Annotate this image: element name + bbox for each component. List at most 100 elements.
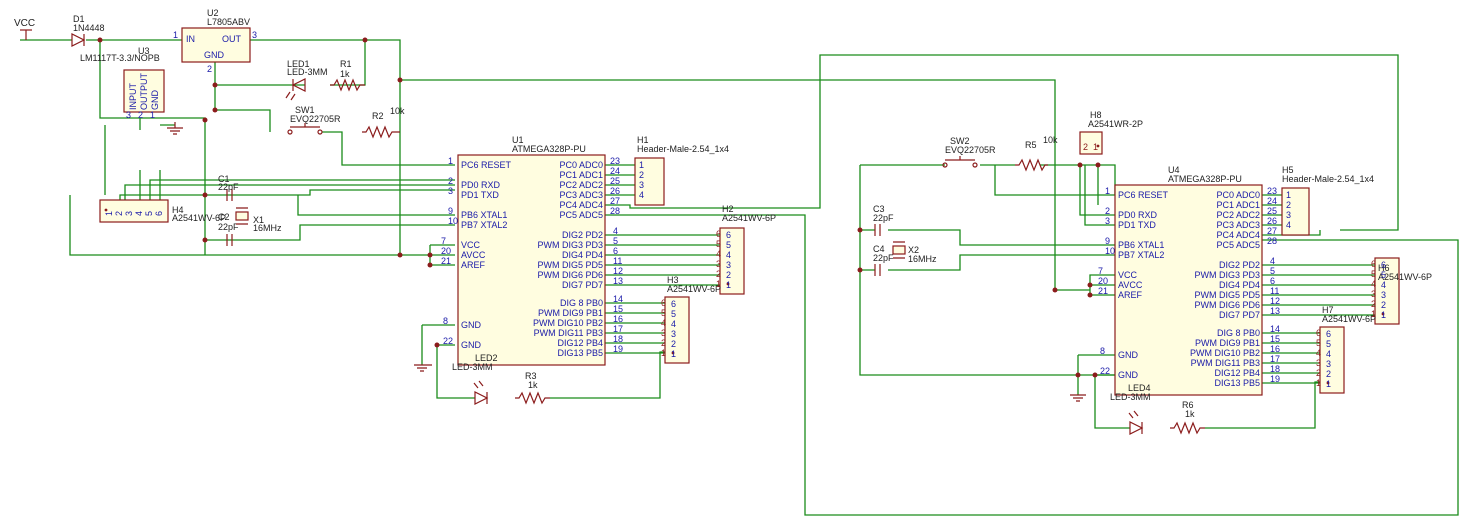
u4-pin-num: 15 — [1270, 334, 1280, 344]
h6-pin-label: 6 — [1381, 260, 1386, 270]
h3-pin-label: 1 — [671, 349, 676, 359]
h5-value: Header-Male-2.54_1x4 — [1282, 174, 1374, 184]
u2-ref: U2 — [207, 8, 219, 18]
r2-value: 10k — [390, 106, 405, 116]
c3-ref: C3 — [873, 204, 885, 214]
h4-pin-num: 4 — [134, 211, 144, 216]
u1-pin-num: 1 — [448, 156, 453, 166]
u1-pin-name: PC3 ADC3 — [559, 190, 603, 200]
u4-pin-name: PWM DIG6 PD6 — [1194, 300, 1260, 310]
u1-pin-name: DIG4 PD4 — [562, 250, 603, 260]
u1-pin-name: GND — [461, 340, 482, 350]
r5-ref: R5 — [1025, 140, 1037, 150]
u1-pin-num: 12 — [613, 266, 623, 276]
u4-pin-num: 22 — [1100, 366, 1110, 376]
u1-pin-num: 15 — [613, 304, 623, 314]
u1-pin-num: 23 — [610, 156, 620, 166]
u1-pin-num: 22 — [443, 336, 453, 346]
h7-pin-num: 3 — [1316, 358, 1321, 368]
h4-pin-num: 3 — [124, 211, 134, 216]
u4-pin-name: DIG2 PD2 — [1219, 260, 1260, 270]
d1-value: 1N4448 — [73, 23, 105, 33]
h3-pin-label: 6 — [671, 299, 676, 309]
u1-pin-num: 25 — [610, 176, 620, 186]
u1-pin-name: PWM DIG5 PD5 — [537, 260, 603, 270]
h7-pin-num: 6 — [1316, 328, 1321, 338]
u1-pin-num: 16 — [613, 314, 623, 324]
x2-value: 16MHz — [908, 254, 937, 264]
h1-ref: H1 — [637, 135, 649, 145]
u4-pin-num: 1 — [1105, 186, 1110, 196]
u4-pin-num: 10 — [1105, 246, 1115, 256]
u4-pin-num: 28 — [1267, 236, 1277, 246]
regulator-u2: U2 L7805ABV IN OUT GND 1 3 2 — [173, 8, 257, 74]
h2-pin-num: 5 — [716, 239, 721, 249]
u1-pin-num: 18 — [613, 334, 623, 344]
u1-pin-name: AVCC — [461, 250, 486, 260]
header-h6: H6 A2541WV-6P — [1374, 257, 1432, 325]
u4-pin-num: 7 — [1098, 266, 1103, 276]
u4-pin-name: PWM DIG10 PB2 — [1190, 348, 1260, 358]
c4-ref: C4 — [873, 244, 885, 254]
capacitor-c4: C4 22pF — [873, 244, 894, 276]
u4-pin-name: PC2 ADC2 — [1216, 210, 1260, 220]
h8-value: A2541WR-2P — [1088, 119, 1143, 129]
h6-pin-num: 5 — [1371, 269, 1376, 279]
h6-pin-num: 3 — [1371, 289, 1376, 299]
h7-pin-num: 1 — [1316, 378, 1321, 388]
d1-ref: D1 — [73, 14, 85, 24]
ground-symbol-1 — [167, 122, 183, 135]
u2-pin-in: IN — [186, 34, 195, 44]
h2-pin-num: 4 — [716, 249, 721, 259]
u4-pin-num: 25 — [1267, 206, 1277, 216]
led1-value: LED-3MM — [287, 67, 328, 77]
h4-ref: H4 — [172, 205, 184, 215]
h2-pin-num: 3 — [716, 259, 721, 269]
ground-symbol-2 — [414, 364, 432, 372]
h2-pin-label: 3 — [726, 260, 731, 270]
u4-pin-num: 16 — [1270, 344, 1280, 354]
h5-pin-num: 3 — [1286, 210, 1291, 220]
capacitor-c2: C2 22pF — [218, 212, 239, 246]
u1-pin-name: PWM DIG11 PB3 — [534, 328, 603, 338]
vcc-label: VCC — [14, 18, 35, 29]
header-h7: H7 A2541WV-6P — [1319, 305, 1376, 394]
led-led1: LED1 LED-3MM — [285, 59, 328, 101]
u1-pin-num: 13 — [613, 276, 623, 286]
u4-pin-num: 6 — [1270, 276, 1275, 286]
u3-n2: 2 — [138, 110, 143, 120]
switch-sw2: SW2 EVQ22705R — [942, 136, 996, 168]
c4-value: 22pF — [873, 253, 894, 263]
u1-pin-num: 2 — [448, 176, 453, 186]
h7-value: A2541WV-6P — [1322, 314, 1376, 324]
h4-pin-num: 1 — [104, 211, 114, 216]
u4-pin-name: PC5 ADC5 — [1216, 240, 1260, 250]
h3-value: A2541WV-6P — [667, 284, 721, 294]
u1-pin-num: 19 — [613, 344, 623, 354]
u3-ref: U3 — [138, 46, 150, 56]
led-led4: LED4 LED-3MM — [1110, 383, 1151, 435]
h8-ref: H8 — [1090, 110, 1102, 120]
u1-pin-name: PB7 XTAL2 — [461, 220, 507, 230]
r5-value: 10k — [1043, 135, 1058, 145]
u4-pin-num: 8 — [1100, 346, 1105, 356]
u1-pin-num: 8 — [443, 316, 448, 326]
h3-pin-label: 5 — [671, 309, 676, 319]
u1-pin-name: DIG2 PD2 — [562, 230, 603, 240]
r1-ref: R1 — [340, 59, 352, 69]
crystal-x1: X1 16MHz — [235, 207, 282, 233]
h4-pin-num: 6 — [154, 211, 164, 216]
h5-ref: H5 — [1282, 165, 1294, 175]
u4-pin-num: 2 — [1105, 206, 1110, 216]
u4-pin-name: PWM DIG9 PB1 — [1195, 338, 1260, 348]
u2-n3: 3 — [252, 30, 257, 40]
u4-pin-name: PB7 XTAL2 — [1118, 250, 1164, 260]
capacitor-c1: C1 22pF — [218, 174, 239, 201]
u4-pin-name: DIG12 PB4 — [1214, 368, 1260, 378]
h2-pin-num: 1 — [716, 279, 721, 289]
vcc-port: VCC — [14, 18, 35, 40]
h2-pin-num: 2 — [716, 269, 721, 279]
mcu-u4: U4 ATMEGA328P-PU — [1114, 165, 1263, 396]
h5-pin-num: 1 — [1286, 190, 1291, 200]
